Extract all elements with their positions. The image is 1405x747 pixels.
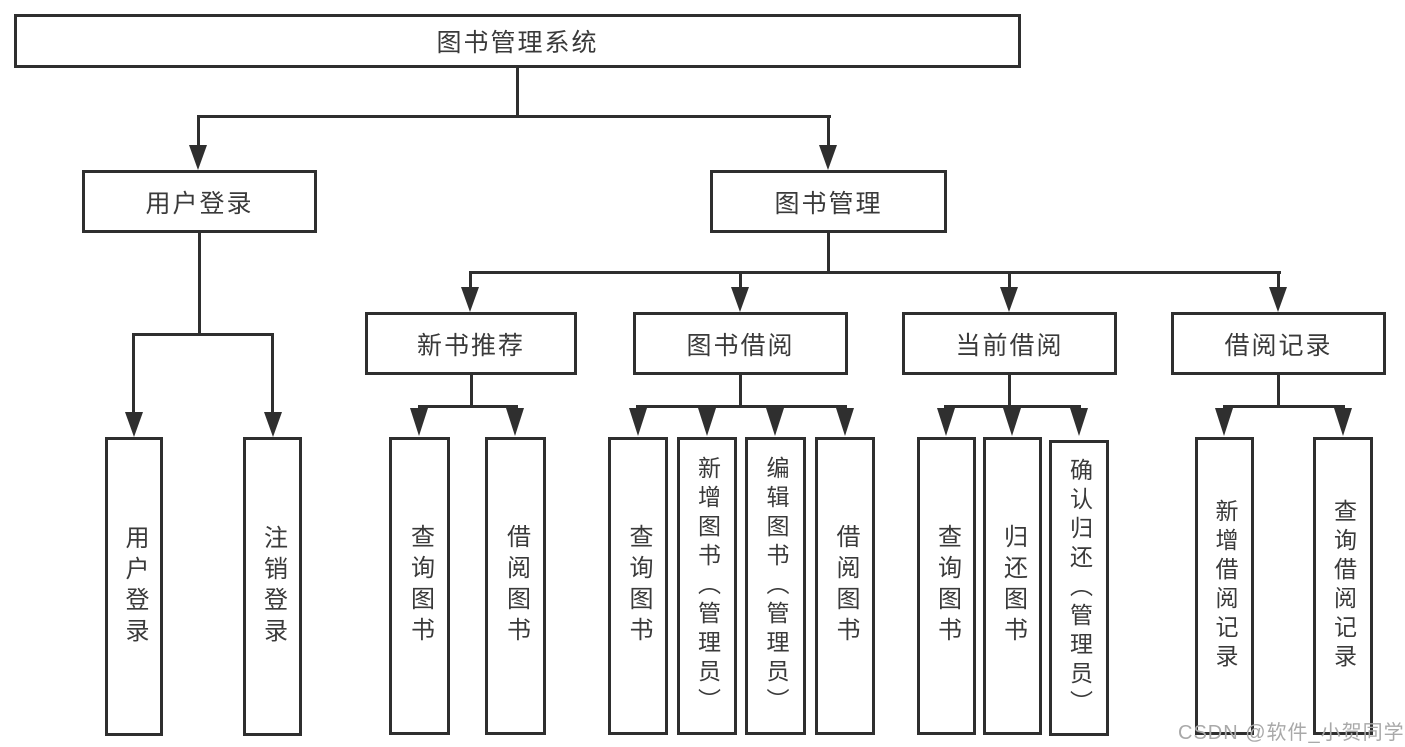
arrow-down-icon	[836, 408, 854, 436]
connector-bus	[469, 271, 1281, 274]
node-label: 确认归还（管理员）	[1066, 457, 1093, 719]
connector-drop	[198, 233, 201, 336]
connector-stem	[1277, 271, 1280, 291]
connector-drop	[827, 233, 830, 274]
node-query-books-borrowing: 查询图书	[608, 437, 668, 735]
node-label: 借阅记录	[1224, 331, 1333, 360]
connector-stem	[197, 115, 200, 147]
arrow-down-icon	[506, 408, 524, 436]
node-label: 编辑图书（管理员）	[763, 455, 789, 717]
connector-stem	[132, 333, 135, 413]
node-label: 图书管理	[774, 189, 883, 218]
node-label: 查询图书	[625, 524, 652, 648]
arrow-down-icon	[1070, 408, 1088, 436]
node-borrowing-records: 借阅记录	[1171, 312, 1386, 375]
node-label: 新书推荐	[416, 331, 525, 360]
node-book-borrowing: 图书借阅	[633, 312, 848, 375]
arrow-down-icon	[1269, 287, 1287, 312]
node-query-borrow-record: 查询借阅记录	[1313, 437, 1373, 735]
connector-drop	[739, 375, 742, 408]
arrow-down-icon	[125, 412, 143, 437]
node-query-books-current: 查询图书	[917, 437, 976, 735]
node-current-borrowing: 当前借阅	[902, 312, 1117, 375]
arrow-down-icon	[698, 408, 716, 436]
arrow-down-icon	[1215, 408, 1233, 436]
arrow-down-icon	[766, 408, 784, 436]
node-label: 新增图书（管理员）	[694, 455, 721, 717]
node-label: 用户登录	[121, 524, 148, 649]
node-label: 图书管理系统	[436, 29, 599, 57]
node-user-login-action: 用户登录	[105, 437, 163, 736]
node-label: 注销登录	[259, 524, 287, 649]
arrow-down-icon	[1000, 287, 1018, 312]
node-confirm-return-admin: 确认归还（管理员）	[1049, 440, 1109, 736]
node-edit-book-admin: 编辑图书（管理员）	[745, 437, 806, 735]
arrow-down-icon	[264, 412, 282, 437]
node-label: 查询图书	[406, 524, 434, 648]
node-book-management: 图书管理	[710, 170, 947, 233]
arrow-down-icon	[629, 408, 647, 436]
connector-bus	[418, 405, 518, 408]
connector-root-bus	[197, 115, 831, 118]
csdn-watermark: CSDN @软件_小贺同学	[1178, 722, 1405, 744]
node-label: 当前借阅	[955, 331, 1064, 360]
connector-stem	[271, 333, 274, 413]
node-query-books-recommend: 查询图书	[389, 437, 450, 735]
connector-drop	[470, 375, 473, 408]
connector-bus	[132, 333, 274, 336]
node-label: 图书借阅	[686, 331, 795, 360]
connector-stem	[1008, 271, 1011, 291]
arrow-down-icon	[461, 287, 479, 312]
connector-drop	[1008, 375, 1011, 408]
node-label: 归还图书	[999, 524, 1027, 648]
connector-stem	[469, 271, 472, 291]
node-user-login: 用户登录	[82, 170, 317, 233]
node-library-management-system: 图书管理系统	[14, 14, 1021, 68]
node-borrow-books-recommend: 借阅图书	[485, 437, 546, 735]
connector-bus	[636, 405, 847, 408]
node-new-book-recommend: 新书推荐	[365, 312, 577, 375]
node-return-book: 归还图书	[983, 437, 1042, 735]
connector-bus	[944, 405, 1081, 408]
connector-bus	[1223, 405, 1345, 408]
node-add-book-admin: 新增图书（管理员）	[677, 437, 737, 735]
connector-root-drop	[516, 66, 519, 118]
arrow-down-icon	[819, 145, 837, 170]
node-label: 查询借阅记录	[1330, 499, 1357, 673]
node-label: 新增借阅记录	[1212, 499, 1238, 673]
node-label: 借阅图书	[502, 524, 530, 648]
node-logout-action: 注销登录	[243, 437, 302, 736]
arrow-down-icon	[1334, 408, 1352, 436]
arrow-down-icon	[937, 408, 955, 436]
arrow-down-icon	[410, 408, 428, 436]
node-label: 借阅图书	[832, 524, 859, 648]
connector-stem	[739, 271, 742, 291]
node-label: 查询图书	[933, 524, 961, 648]
connector-drop	[1277, 375, 1280, 408]
node-borrow-books: 借阅图书	[815, 437, 875, 735]
arrow-down-icon	[1003, 408, 1021, 436]
arrow-down-icon	[731, 287, 749, 312]
node-add-borrow-record: 新增借阅记录	[1195, 437, 1254, 735]
node-label: 用户登录	[145, 189, 254, 218]
connector-stem	[827, 115, 830, 147]
arrow-down-icon	[189, 145, 207, 170]
